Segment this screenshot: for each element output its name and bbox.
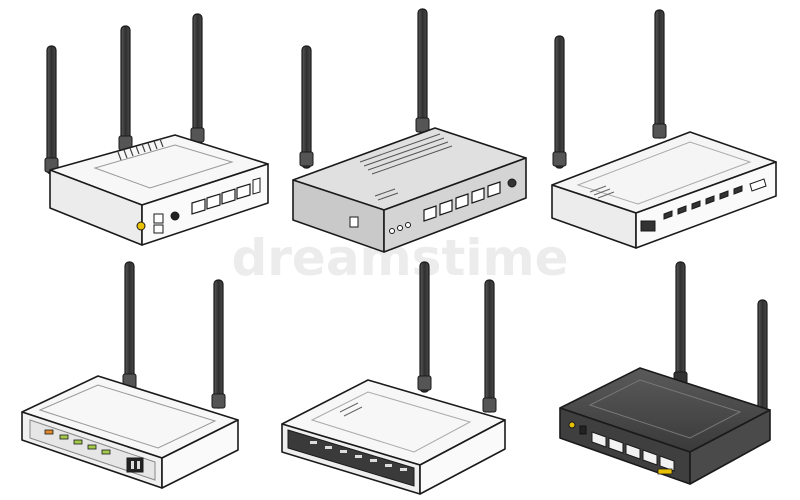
ethernet-port-icon (191, 183, 251, 215)
antenna-icon (122, 261, 137, 391)
antenna-icon (482, 279, 497, 413)
led-indicator-icon (44, 429, 111, 455)
router-5 (281, 261, 506, 495)
ethernet-port-icon (663, 185, 743, 220)
power-button-icon (568, 421, 576, 429)
antenna-icon (652, 9, 667, 139)
antenna-icon (44, 45, 59, 175)
router-3 (551, 9, 777, 249)
ethernet-port-icon (591, 431, 675, 472)
ethernet-port-icon (423, 181, 501, 222)
router-4 (21, 261, 239, 489)
antenna-icon (417, 261, 432, 393)
ethernet-port-icon (310, 441, 407, 471)
antenna-icon (673, 261, 688, 387)
router-2 (292, 8, 527, 253)
antenna-icon (415, 8, 430, 134)
antenna-icon (552, 35, 567, 169)
antenna-icon (299, 45, 314, 169)
antenna-icon (190, 13, 205, 143)
antenna-icon (211, 279, 226, 409)
router-6 (559, 261, 771, 485)
power-button-icon (136, 221, 146, 231)
antenna-icon (118, 25, 133, 151)
router-1 (44, 13, 269, 246)
